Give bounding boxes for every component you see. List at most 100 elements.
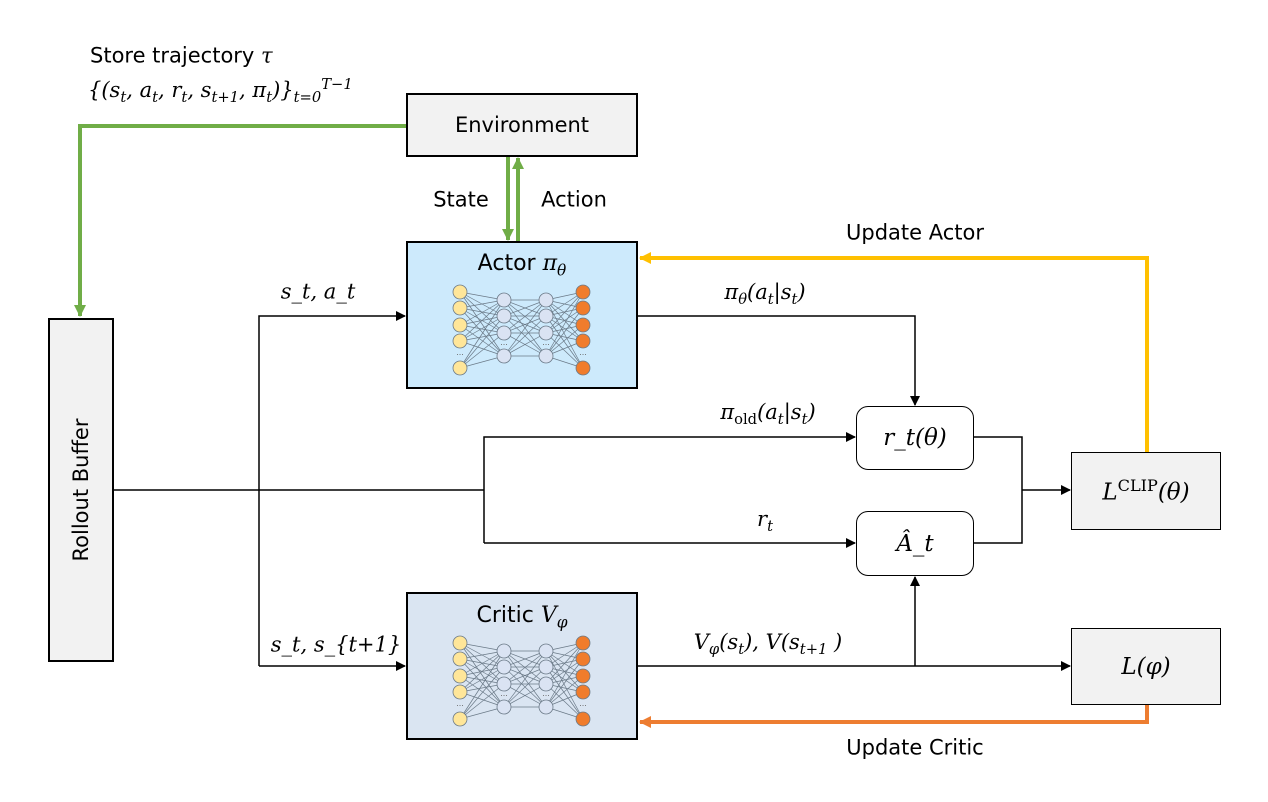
pi-theta-arrow <box>638 315 920 406</box>
ratio-box: r_t(θ) <box>856 406 974 470</box>
critic-network-connection <box>459 650 505 677</box>
actor-network-connection <box>545 291 584 334</box>
actor-network-connection <box>503 299 547 357</box>
actor-network-ellipsis: ... <box>542 338 550 347</box>
st-st1-label: s_t, s_{t+1} <box>270 632 402 657</box>
actor-network-connection <box>545 307 584 357</box>
actor-network-node-layer-1 <box>496 325 512 341</box>
values-label: Vφ(st), V(st+1 ) <box>693 630 843 659</box>
critic-network-connection <box>459 642 505 708</box>
lphi-box: L(φ) <box>1071 628 1221 705</box>
actor-network-ellipsis: ... <box>456 348 464 357</box>
critic-network-node-layer-1 <box>496 699 512 715</box>
actor-network-connection <box>459 355 505 369</box>
actor-network-connection <box>459 332 505 342</box>
actor-network-connection <box>545 332 584 369</box>
critic-network-connection <box>545 666 584 720</box>
critic-network-node-layer-2 <box>538 676 554 692</box>
actor-network-connection <box>459 291 505 357</box>
critic-network-node-layer-1 <box>496 676 512 692</box>
actor-network-connection <box>459 299 505 326</box>
critic-network-node-layer-0 <box>452 635 468 651</box>
critic-network-connection <box>459 691 505 708</box>
actor-network-node-layer-0 <box>452 317 468 333</box>
actor-network-node-layer-1 <box>496 292 512 308</box>
actor-network-connection <box>459 324 505 357</box>
critic-network-connection <box>459 683 505 693</box>
pi-old-arrow <box>483 432 856 543</box>
ratio-label: r_t(θ) <box>883 425 947 451</box>
lclip-label: LCLIP(θ) <box>1102 476 1190 506</box>
critic-network-connection <box>545 650 584 720</box>
actor-network-connection <box>459 299 505 309</box>
actor-network-connection <box>459 291 505 301</box>
critic-network-connection <box>459 650 505 660</box>
critic-network-node-layer-2 <box>538 643 554 659</box>
lclip-box: LCLIP(θ) <box>1071 452 1221 530</box>
actor-network-node-layer-0 <box>452 360 468 376</box>
actor-network-node-layer-1 <box>496 308 512 324</box>
critic-network-connection <box>459 650 505 693</box>
store-trajectory-arrow <box>74 124 406 317</box>
update-actor-label: Update Actor <box>846 220 984 245</box>
critic-network-connection <box>459 675 505 708</box>
actor-network-node-layer-2 <box>538 308 554 324</box>
environment-label: Environment <box>454 113 590 137</box>
actor-network-node-layer-3 <box>575 300 591 316</box>
actor-network-node-layer-2 <box>538 292 554 308</box>
critic-network-connection <box>459 666 505 693</box>
critic-network-connection <box>545 658 584 685</box>
critic-network-connection <box>459 650 505 720</box>
actor-network-connection <box>545 315 584 369</box>
pi-old-label: πold(at|st) <box>720 400 816 429</box>
actor-network-ellipsis: ... <box>579 348 587 357</box>
critic-network-connection <box>545 658 584 708</box>
critic-network-connection <box>459 658 505 708</box>
actor-network-node-layer-2 <box>538 348 554 364</box>
actor-network-connection <box>459 340 505 357</box>
actor-network-node-layer-0 <box>452 300 468 316</box>
actor-network-connection <box>503 332 547 357</box>
critic-network-node-layer-2 <box>538 659 554 675</box>
critic-network-connection <box>459 675 505 685</box>
actor-network-connection <box>503 299 547 317</box>
update-critic-label: Update Critic <box>846 735 984 760</box>
critic-network-ellipsis: ... <box>500 689 508 698</box>
critic-network-connection <box>459 706 505 720</box>
actor-network-connection <box>503 315 547 357</box>
actor-network-node-layer-3 <box>575 360 591 376</box>
actor-network-node-layer-3 <box>575 317 591 333</box>
update-critic-arrow <box>639 705 1149 728</box>
pi-theta-label: πθ(at|st) <box>724 280 806 309</box>
critic-network-node-layer-0 <box>452 668 468 684</box>
critic-network-node-layer-3 <box>575 711 591 727</box>
actor-network-connection <box>545 307 584 334</box>
critic-network-connection <box>545 683 584 720</box>
environment-box: Environment <box>406 93 638 157</box>
critic-network-connection <box>503 666 547 685</box>
actor-network-node-layer-2 <box>538 325 554 341</box>
actor-network-connection <box>545 315 584 342</box>
critic-network-connection <box>503 666 547 708</box>
store-trajectory-title: Store trajectory τ <box>90 43 273 68</box>
critic-network-connection <box>545 642 584 708</box>
actor-label: Actor πθ <box>477 251 567 280</box>
update-actor-arrow <box>639 252 1149 452</box>
critic-network-ellipsis: ... <box>579 699 587 708</box>
actor-network-connection <box>459 307 505 317</box>
critic-network-connection <box>503 650 547 708</box>
critic-network-connection <box>459 666 505 720</box>
actor-network-node-layer-0 <box>452 284 468 300</box>
critic-network-connection <box>545 642 584 685</box>
actor-network-node-layer-3 <box>575 284 591 300</box>
actor-network-connection <box>459 332 505 369</box>
action-label: Action <box>541 187 607 212</box>
critic-network-node-layer-3 <box>575 635 591 651</box>
critic-network-connection <box>545 675 584 708</box>
state-label: State <box>433 187 489 212</box>
critic-network-ellipsis: ... <box>542 689 550 698</box>
actor-network-connection <box>503 315 547 334</box>
